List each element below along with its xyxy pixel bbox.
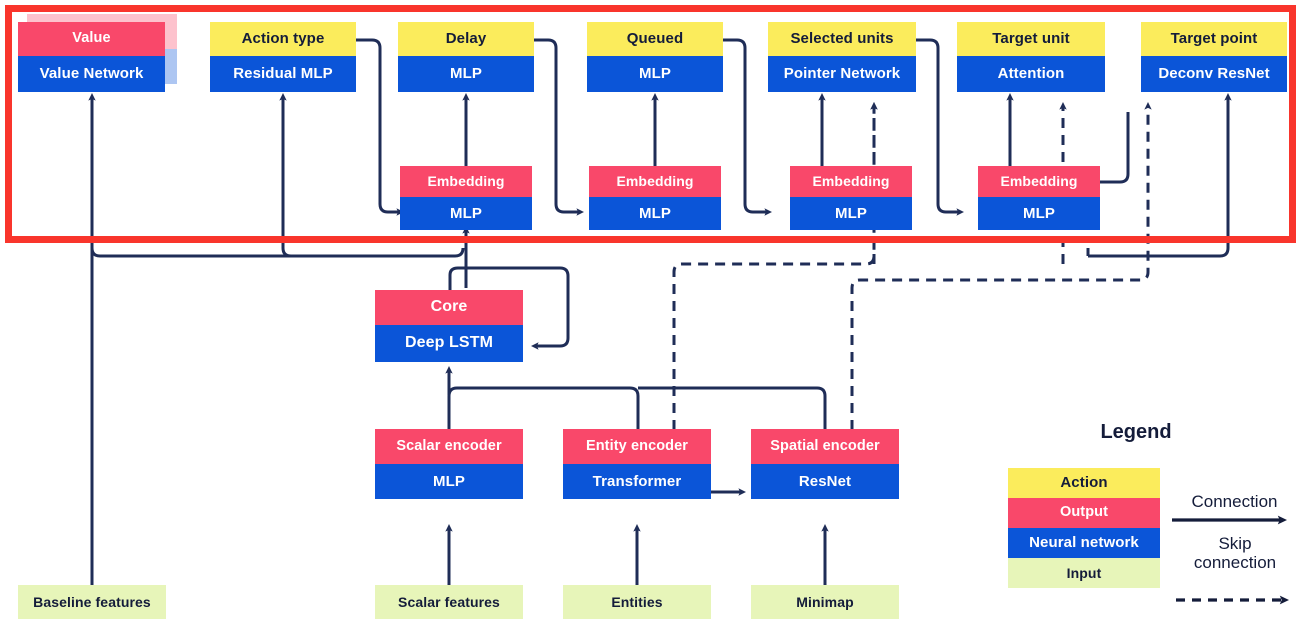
- embedding-selected-output-label: Embedding: [790, 166, 912, 197]
- embedding-queued-network-label: MLP: [589, 197, 721, 230]
- target-unit-action-label: Target unit: [957, 22, 1105, 56]
- core-output-label: Core: [375, 290, 523, 325]
- skip-entity-to-target-unit: [850, 101, 1152, 430]
- embedding-delay-output-label: Embedding: [400, 166, 532, 197]
- node-embedding-selected-units[interactable]: Embedding MLP: [790, 166, 912, 230]
- scalar-encoder-network-label: MLP: [375, 464, 523, 499]
- wire-action-type-to-emb-delay: [356, 38, 405, 216]
- target-point-action-label: Target point: [1141, 22, 1287, 56]
- wire-bus-corner-right: [454, 247, 465, 258]
- embedding-selected-network-label: MLP: [790, 197, 912, 230]
- node-target-point[interactable]: Target point Deconv ResNet: [1141, 22, 1287, 92]
- legend-swatch-stack: Action Output Neural network Input: [1008, 468, 1160, 588]
- legend-title: Legend: [1100, 421, 1172, 443]
- wire-bus-corner-value: [90, 247, 101, 258]
- delay-action-label: Delay: [398, 22, 534, 56]
- wire-bus-corner-action: [281, 247, 292, 258]
- legend-skip-label: Skip connection: [1193, 534, 1277, 573]
- wire-entity-up: [629, 386, 640, 430]
- node-selected-units[interactable]: Selected units Pointer Network: [768, 22, 916, 92]
- embedding-queued-output-label: Embedding: [589, 166, 721, 197]
- input-baseline-features-label: Baseline features: [18, 585, 166, 619]
- queued-action-label: Queued: [587, 22, 723, 56]
- node-input-scalar-features[interactable]: Scalar features: [375, 585, 523, 619]
- wire-spatial-up: [816, 386, 827, 430]
- node-core[interactable]: Core Deep LSTM: [375, 290, 523, 362]
- node-input-minimap[interactable]: Minimap: [751, 585, 899, 619]
- node-value[interactable]: Value Value Network: [18, 22, 165, 92]
- node-entity-encoder[interactable]: Entity encoder Transformer: [563, 429, 711, 499]
- node-embedding-delay[interactable]: Embedding MLP: [400, 166, 532, 230]
- legend-swatch-neural-network: Neural network: [1008, 528, 1160, 558]
- core-network-label: Deep LSTM: [375, 325, 523, 362]
- node-target-unit[interactable]: Target unit Attention: [957, 22, 1105, 92]
- wire-bus-corner-core: [447, 386, 458, 397]
- legend-swatch-input: Input: [1008, 558, 1160, 588]
- embedding-delay-network-label: MLP: [400, 197, 532, 230]
- node-embedding-queued[interactable]: Embedding MLP: [589, 166, 721, 230]
- wire-delay-to-emb-queued: [534, 38, 585, 216]
- legend-swatch-action: Action: [1008, 468, 1160, 498]
- node-embedding-target-unit[interactable]: Embedding MLP: [978, 166, 1100, 230]
- node-spatial-encoder[interactable]: Spatial encoder ResNet: [751, 429, 899, 499]
- action-type-network-label: Residual MLP: [210, 56, 356, 92]
- delay-network-label: MLP: [398, 56, 534, 92]
- entity-encoder-output-label: Entity encoder: [563, 429, 711, 464]
- value-network-label: Value Network: [18, 56, 165, 92]
- embedding-target-network-label: MLP: [978, 197, 1100, 230]
- queued-network-label: MLP: [587, 56, 723, 92]
- node-input-entities[interactable]: Entities: [563, 585, 711, 619]
- node-delay[interactable]: Delay MLP: [398, 22, 534, 92]
- wire-selected-to-emb-target-unit: [916, 38, 965, 216]
- selected-units-action-label: Selected units: [768, 22, 916, 56]
- scalar-encoder-output-label: Scalar encoder: [375, 429, 523, 464]
- embedding-target-output-label: Embedding: [978, 166, 1100, 197]
- wire-core-recurrent: [448, 266, 570, 350]
- target-point-network-label: Deconv ResNet: [1141, 56, 1287, 92]
- spatial-encoder-output-label: Spatial encoder: [751, 429, 899, 464]
- legend-swatch-output: Output: [1008, 498, 1160, 528]
- selected-units-network-label: Pointer Network: [768, 56, 916, 92]
- wire-emb-target-to-target-point: [1088, 92, 1232, 258]
- input-scalar-features-label: Scalar features: [375, 585, 523, 619]
- value-action-label: Value: [18, 22, 165, 56]
- node-queued[interactable]: Queued MLP: [587, 22, 723, 92]
- entity-encoder-network-label: Transformer: [563, 464, 711, 499]
- node-input-baseline-features[interactable]: Baseline features: [18, 585, 166, 619]
- input-minimap-label: Minimap: [751, 585, 899, 619]
- spatial-encoder-network-label: ResNet: [751, 464, 899, 499]
- wire-queued-to-emb-selected: [723, 38, 773, 216]
- action-type-action-label: Action type: [210, 22, 356, 56]
- node-scalar-encoder[interactable]: Scalar encoder MLP: [375, 429, 523, 499]
- wire-emb-to-target-point-stub: [1104, 112, 1130, 184]
- legend-connection-label: Connection: [1191, 492, 1278, 511]
- target-unit-network-label: Attention: [957, 56, 1105, 92]
- node-action-type[interactable]: Action type Residual MLP: [210, 22, 356, 92]
- input-entities-label: Entities: [563, 585, 711, 619]
